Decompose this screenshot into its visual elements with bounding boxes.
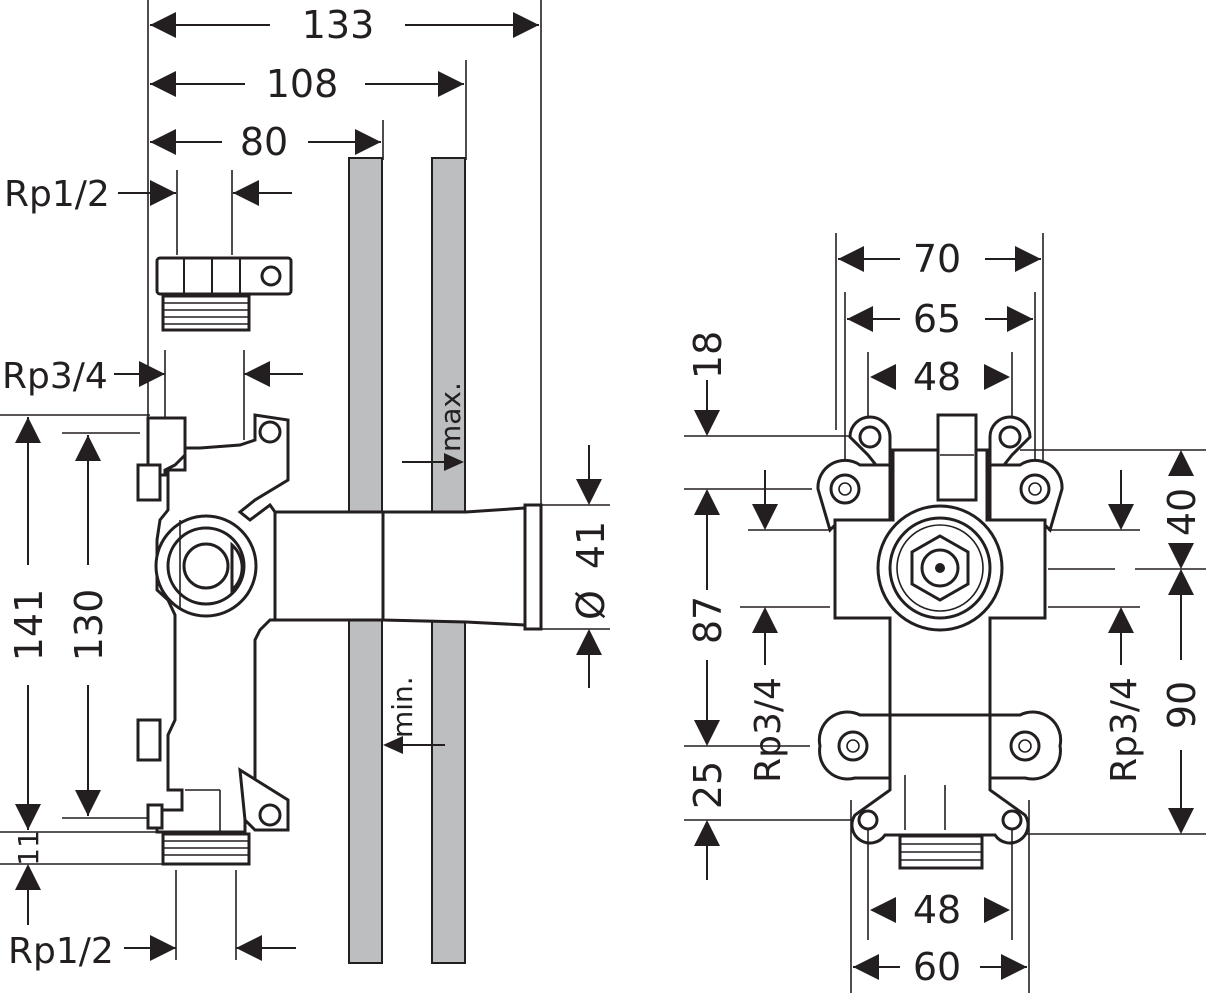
dim-65-label: 65 [913, 297, 961, 341]
thread-top-outlet-label: Rp1/2 [4, 174, 110, 215]
wall-min-indicator: min. [383, 676, 445, 754]
top-cap-fitting [155, 256, 293, 332]
bottom-thread-fitting [161, 832, 251, 866]
dim-18-label: 18 [686, 331, 730, 379]
wall-max-indicator: max. [402, 382, 467, 471]
dim-48-bottom-label: 48 [913, 888, 961, 932]
dim-90: 90 [1160, 569, 1204, 834]
wall-min-label: min. [386, 676, 419, 738]
dim-90-label: 90 [1160, 681, 1204, 729]
wall-max-label: max. [434, 382, 467, 452]
dim-130: 130 [67, 435, 111, 816]
dim-48-top: 48 [870, 355, 1010, 399]
thread-right-dim: Rp3/4 [1048, 470, 1145, 783]
dim-48-top-label: 48 [913, 355, 961, 399]
dim-133: 133 [150, 3, 539, 47]
dim-108-label: 108 [266, 62, 339, 106]
thread-top-outlet-dim: Rp1/2 [4, 170, 292, 255]
dim-80: 80 [150, 120, 381, 164]
dim-diameter-41-label: 41 [569, 521, 613, 569]
dim-11: 11 [12, 830, 45, 925]
dim-141-label: 141 [7, 589, 51, 662]
dim-108: 108 [150, 62, 464, 106]
dim-diameter-symbol: Ø [569, 590, 613, 620]
dim-65: 65 [847, 297, 1033, 341]
dim-60: 60 [853, 945, 1027, 989]
dim-25-label: 25 [686, 761, 730, 809]
valve-body-front [816, 413, 1064, 870]
thread-inlet-label: Rp3/4 [2, 356, 108, 397]
dim-diameter-41: 41 Ø [541, 445, 613, 688]
side-view: 133 108 80 Rp1/2 [0, 0, 613, 972]
dim-18: 18 [684, 331, 860, 437]
dim-25: 25 [686, 761, 730, 880]
spindle-extension [273, 503, 543, 631]
dim-11-label: 11 [12, 830, 45, 866]
thread-bottom-outlet-label: Rp1/2 [8, 931, 114, 972]
dim-70: 70 [838, 237, 1041, 281]
dim-48-bottom: 48 [870, 888, 1010, 932]
thread-left-label: Rp3/4 [748, 677, 789, 783]
thread-bottom-outlet-dim: Rp1/2 [8, 870, 296, 972]
dim-87: 87 [686, 489, 730, 746]
dim-70-label: 70 [913, 237, 961, 281]
dim-87-label: 87 [686, 596, 730, 644]
dim-40: 40 [1160, 450, 1204, 569]
dim-141: 141 [7, 417, 51, 830]
dim-60-label: 60 [913, 945, 961, 989]
thread-right-label: Rp3/4 [1104, 677, 1145, 783]
dim-130-label: 130 [67, 589, 111, 662]
front-view: 70 65 48 18 [684, 233, 1206, 993]
dim-133-label: 133 [302, 3, 375, 47]
valve-body-side [136, 413, 385, 834]
thread-left-dim: Rp3/4 [748, 470, 789, 783]
dim-80-label: 80 [240, 120, 288, 164]
thread-inlet-dim: Rp3/4 [2, 350, 303, 440]
dim-40-label: 40 [1160, 488, 1204, 536]
